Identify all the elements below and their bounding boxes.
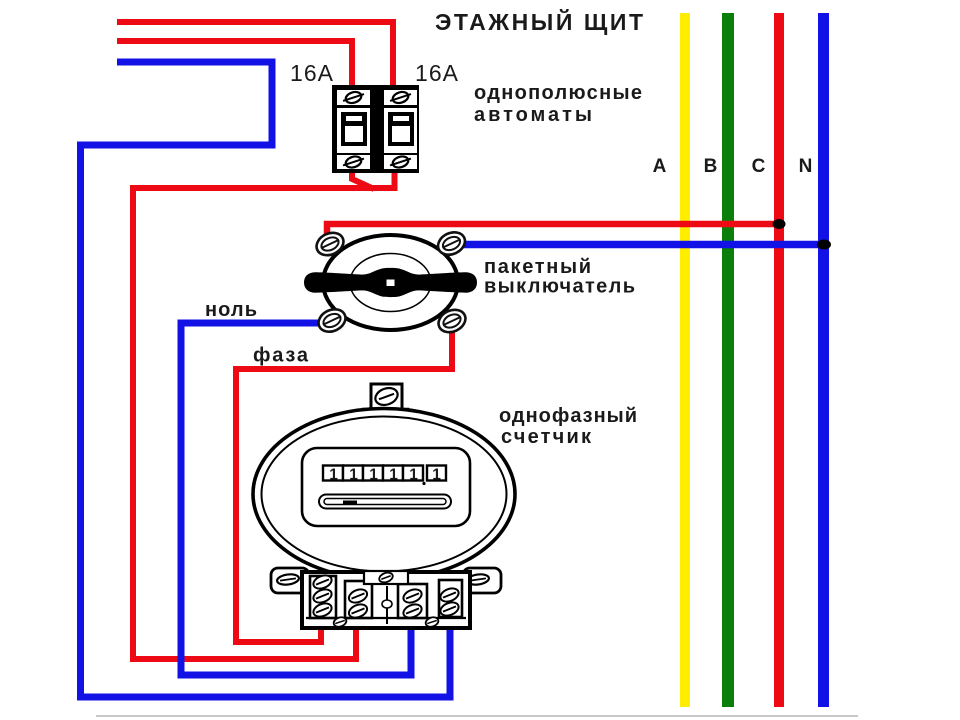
svg-text:фаза: фаза (253, 345, 309, 367)
svg-text:ноль: ноль (205, 299, 257, 321)
svg-text:C: C (752, 156, 766, 177)
svg-text:пакетный: пакетный (484, 256, 591, 278)
svg-text:A: A (653, 156, 667, 177)
svg-text:счетчик: счетчик (501, 426, 592, 448)
svg-text:ЭТАЖНЫЙ ЩИТ: ЭТАЖНЫЙ ЩИТ (435, 8, 643, 35)
svg-text:однофазный: однофазный (499, 405, 637, 427)
svg-text:16A: 16A (290, 60, 334, 86)
svg-text:1: 1 (432, 467, 441, 484)
svg-text:16A: 16A (415, 60, 459, 86)
svg-text:однополюсные: однополюсные (474, 82, 642, 104)
svg-text:1: 1 (409, 467, 418, 484)
svg-text:B: B (704, 156, 718, 177)
svg-text:автоматы: автоматы (474, 104, 592, 126)
svg-text:1: 1 (349, 467, 358, 484)
svg-text:N: N (799, 156, 813, 177)
svg-text:1: 1 (369, 467, 378, 484)
svg-text:1: 1 (329, 467, 338, 484)
svg-text:выключатель: выключатель (484, 276, 635, 298)
svg-text:1: 1 (389, 467, 398, 484)
